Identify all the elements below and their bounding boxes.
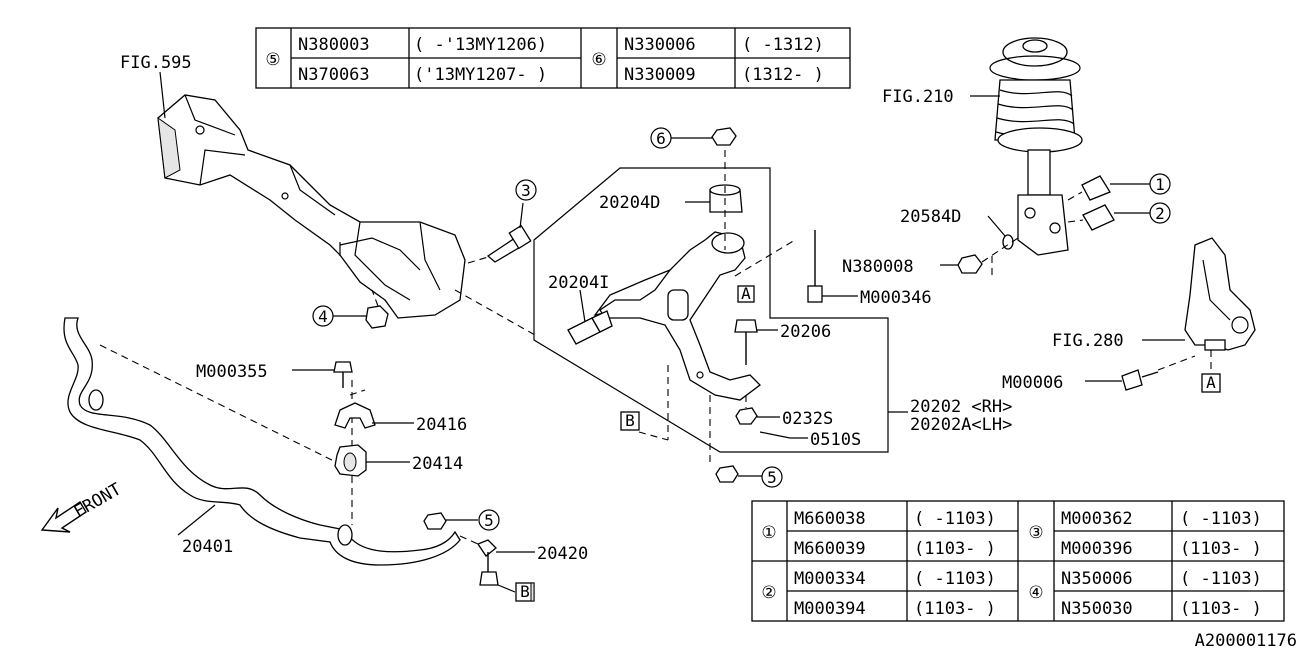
bottom-table-range: (1103- ) <box>914 599 996 619</box>
label-0510S[interactable]: 0510S <box>810 430 861 450</box>
top-table-part[interactable]: N330006 <box>624 35 696 55</box>
front-direction-arrow: FRONT <box>40 479 125 533</box>
bottom-table-ref-2: ② <box>761 583 776 603</box>
top-parts-table: ⑤ N380003 ( -'13MY1206) N370063 ('13MY12… <box>255 27 851 89</box>
bottom-table-range: (1103- ) <box>1180 599 1262 619</box>
label-M000355[interactable]: M000355 <box>196 362 268 382</box>
label-20202[interactable]: 20202 <RH> <box>910 397 1012 417</box>
label-20414[interactable]: 20414 <box>412 454 463 474</box>
label-0232S[interactable]: 0232S <box>782 409 833 429</box>
callout-3: 3 <box>521 181 531 200</box>
top-table-part[interactable]: N330009 <box>624 65 696 85</box>
bottom-parts-table: ① M660038 ( -1103) M660039 (1103- ) ③ M0… <box>751 500 1285 622</box>
bottom-table-range: (1103- ) <box>914 539 996 559</box>
bottom-table-range: ( -1103) <box>1180 569 1262 589</box>
box-A-ref: A <box>741 284 751 303</box>
top-table-part[interactable]: N370063 <box>298 65 370 85</box>
label-20204D[interactable]: 20204D <box>599 193 660 213</box>
label-fig210[interactable]: FIG.210 <box>882 87 954 107</box>
bottom-table-part[interactable]: N350006 <box>1061 569 1133 589</box>
bottom-table-ref-3: ③ <box>1028 523 1043 543</box>
bottom-table-part[interactable]: M000394 <box>794 599 866 619</box>
callout-5: 5 <box>767 468 777 487</box>
top-table-ref-6: ⑥ <box>591 50 606 70</box>
bottom-table-part[interactable]: M000334 <box>794 569 866 589</box>
callout-2: 2 <box>1155 204 1165 223</box>
bottom-table-ref-4: ④ <box>1028 583 1043 603</box>
label-M00006[interactable]: M00006 <box>1002 373 1063 393</box>
top-table-part[interactable]: N380003 <box>298 35 370 55</box>
top-table-range: ( -'13MY1206) <box>414 35 547 55</box>
label-N380008[interactable]: N380008 <box>842 257 914 277</box>
label-M000346[interactable]: M000346 <box>860 288 932 308</box>
top-table-range: (1312- ) <box>742 65 824 85</box>
box-A-knuckle: A <box>1206 373 1216 392</box>
label-fig280[interactable]: FIG.280 <box>1052 331 1124 351</box>
bottom-table-range: ( -1103) <box>914 509 996 529</box>
label-20420[interactable]: 20420 <box>537 544 588 564</box>
bottom-table-part[interactable]: M660039 <box>794 539 866 559</box>
stabilizer-drawing: 20401 M000355 20416 20414 5 20420 B <box>63 317 588 602</box>
label-fig595[interactable]: FIG.595 <box>120 53 192 73</box>
label-20206[interactable]: 20206 <box>780 322 831 342</box>
strut-assembly-drawing: FIG.210 1 2 20584D N380008 <box>842 37 1171 277</box>
top-table-range: ('13MY1207- ) <box>414 65 547 85</box>
label-20202A[interactable]: 20202A<LH> <box>910 415 1012 435</box>
box-B-ref: B <box>625 411 635 430</box>
diagram-id: A200001176 <box>1195 631 1297 651</box>
bottom-table-range: ( -1103) <box>914 569 996 589</box>
top-table-range: ( -1312) <box>742 35 824 55</box>
front-label: FRONT <box>71 479 125 522</box>
top-table-ref-5: ⑤ <box>265 50 280 70</box>
bottom-table-range: ( -1103) <box>1180 509 1262 529</box>
label-20416[interactable]: 20416 <box>416 415 467 435</box>
label-20204I[interactable]: 20204I <box>548 273 609 293</box>
bottom-table-ref-1: ① <box>761 523 776 543</box>
bottom-table-range: (1103- ) <box>1180 539 1262 559</box>
label-20584D[interactable]: 20584D <box>900 207 961 227</box>
box-B-stab: B <box>520 582 530 601</box>
callout-6: 6 <box>656 129 666 148</box>
callout-4: 4 <box>318 307 328 326</box>
knuckle-drawing: FIG.280 A M00006 <box>1002 237 1256 393</box>
label-20401[interactable]: 20401 <box>182 537 233 557</box>
bottom-table-part[interactable]: M000396 <box>1061 539 1133 559</box>
callout-5-stab: 5 <box>484 511 494 530</box>
callout-1: 1 <box>1155 175 1165 194</box>
bottom-table-part[interactable]: M000362 <box>1061 509 1133 529</box>
bottom-table-part[interactable]: N350030 <box>1061 599 1133 619</box>
lower-arm-drawing: 20204I 20204D 6 20206 A M000346 0232S 05… <box>533 127 1012 488</box>
bottom-table-part[interactable]: M660038 <box>794 509 866 529</box>
front-crossmember-drawing: FIG.595 3 4 <box>120 53 537 336</box>
